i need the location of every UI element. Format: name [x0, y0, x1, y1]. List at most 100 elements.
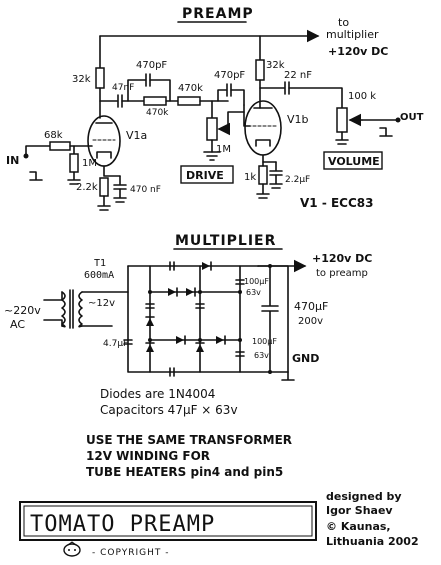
- wire-secondary: [81, 291, 129, 327]
- cap-470uf: [261, 265, 279, 373]
- junction-dot: [268, 264, 272, 268]
- output-label: OUT: [400, 112, 424, 123]
- wire-input: [25, 145, 51, 157]
- ground-cathode-v1b: [256, 183, 270, 199]
- ladder-horizontals: [149, 291, 241, 341]
- ground-cap-470nf: [113, 188, 127, 203]
- tomato-eye-icon: [68, 549, 70, 551]
- c-470uf-voltage: 200v: [298, 316, 323, 327]
- ladder-caps: [123, 261, 245, 377]
- wire-470pf-right-out: [230, 89, 245, 106]
- ground-drive: [203, 151, 221, 161]
- c-470uf-label: 470μF: [294, 300, 328, 313]
- wire-grid-v1b: [243, 104, 251, 127]
- transformer-current: 600mA: [84, 270, 114, 281]
- tube-v1a-label: V1a: [126, 129, 147, 142]
- ground-multiplier: [281, 371, 295, 381]
- transformer-label: T1: [94, 258, 106, 269]
- to-multiplier-label: to: [338, 16, 349, 29]
- copyright-label: - COPYRIGHT -: [92, 548, 169, 558]
- ladder-verticals: [149, 265, 241, 373]
- volume-pot-value: 100 k: [348, 91, 376, 102]
- input-label: IN: [6, 154, 19, 167]
- junction-dot: [198, 290, 202, 294]
- junction-dot: [148, 290, 152, 294]
- to-multiplier-label-2: multiplier: [326, 28, 379, 41]
- secondary-voltage: ~12v: [88, 298, 115, 309]
- transformer-secondary: [78, 291, 83, 328]
- volume-pot: [336, 107, 348, 133]
- gnd-label: GND: [292, 352, 319, 365]
- r-2k2-label: 2.2k: [76, 182, 98, 193]
- tomato-logo-icon: [63, 543, 81, 557]
- c-470pf-right-label: 470pF: [214, 70, 245, 81]
- ladder-cap-1: [169, 261, 175, 271]
- multiplier-section: MULTIPLIER T1 600mA ~220v AC ~12v +120v …: [4, 233, 372, 381]
- note-transformer-3: TUBE HEATERS pin4 and pin5: [86, 465, 283, 479]
- r-68k-label: 68k: [44, 130, 63, 141]
- diode-1: [202, 262, 210, 270]
- credit-line-4: Lithuania 2002: [326, 535, 419, 548]
- tomato-stem-icon: [67, 541, 77, 546]
- ground-grid-leak: [67, 171, 81, 185]
- r-plate-v1b-label: 32k: [266, 60, 285, 71]
- junction-dot: [238, 338, 242, 342]
- r-1k-label: 1k: [244, 172, 256, 183]
- mains-ac: AC: [10, 318, 25, 331]
- c-100uf-bot-voltage: 63v: [254, 351, 269, 360]
- resistor-1k: [258, 165, 268, 185]
- resistor-r32k-a: [95, 67, 105, 89]
- brand-box-inner: [23, 505, 313, 537]
- brand-box: [19, 501, 317, 541]
- junction-dots: [148, 264, 272, 374]
- junction-dot: [238, 290, 242, 294]
- transformer-primary: [61, 291, 66, 328]
- multiplier-output-label: +120v DC: [312, 252, 372, 265]
- footer-section: TOMATO PREAMP - COPYRIGHT - designed by …: [19, 490, 419, 558]
- input-ground: [29, 171, 43, 181]
- wire-to-volume: [288, 87, 343, 109]
- credit-line-1: designed by: [326, 490, 402, 503]
- ground-cap-2u2: [269, 174, 283, 189]
- mains-voltage: ~220v: [4, 304, 41, 317]
- resistor-1m: [69, 153, 79, 173]
- credit-line-3: © Kaunas,: [326, 520, 391, 533]
- c-470nf-label: 470 nF: [130, 185, 161, 195]
- tube-v1a-cathode: [96, 151, 112, 159]
- diode-chain: [145, 261, 226, 352]
- tube-type-label: V1 - ECC83: [300, 196, 373, 210]
- junction-dot: [268, 370, 272, 374]
- notes-section: Diodes are 1N4004 Capacitors 47μF × 63v …: [86, 387, 292, 479]
- c-2u2-label: 2.2μF: [285, 175, 310, 185]
- preamp-section: PREAMP to multiplier +120v DC 32k 47nF 4…: [6, 6, 424, 211]
- multiplier-title: MULTIPLIER: [175, 233, 276, 249]
- ladder-cap-4: [235, 279, 245, 285]
- tomato-eye-icon: [74, 549, 76, 551]
- resistor-470k-right: [177, 96, 201, 106]
- ladder-cap-6: [169, 367, 175, 377]
- ground-cathode-v1a: [97, 195, 111, 211]
- ladder-cap-5: [235, 351, 245, 357]
- drive-pot: [206, 117, 218, 141]
- drive-label: DRIVE: [186, 169, 224, 182]
- ground-volume: [335, 131, 349, 145]
- c-4u7-label: 4.7μF: [103, 339, 128, 349]
- credit-line-2: Igor Shaev: [326, 504, 393, 517]
- note-transformer-2: 12V WINDING FOR: [86, 449, 210, 463]
- volume-label: VOLUME: [328, 155, 380, 168]
- wire-cathode-v1b: [262, 154, 277, 163]
- c-100uf-bot-label: 100μF: [252, 337, 277, 346]
- resistor-r32k-b: [255, 59, 265, 81]
- wire-470pf-top-left: [127, 79, 146, 102]
- tube-v1b-cathode: [255, 139, 271, 147]
- wire-470pf-top-right: [149, 79, 171, 102]
- note-diodes: Diodes are 1N4004: [100, 387, 215, 401]
- note-capacitors: Capacitors 47μF × 63v: [100, 403, 238, 417]
- output-jack[interactable]: [395, 117, 401, 123]
- tube-v1b: [244, 100, 282, 156]
- c-100uf-top-label: 100μF: [244, 277, 269, 286]
- c-22nf-label: 22 nF: [284, 70, 312, 81]
- input-jack[interactable]: [23, 153, 29, 159]
